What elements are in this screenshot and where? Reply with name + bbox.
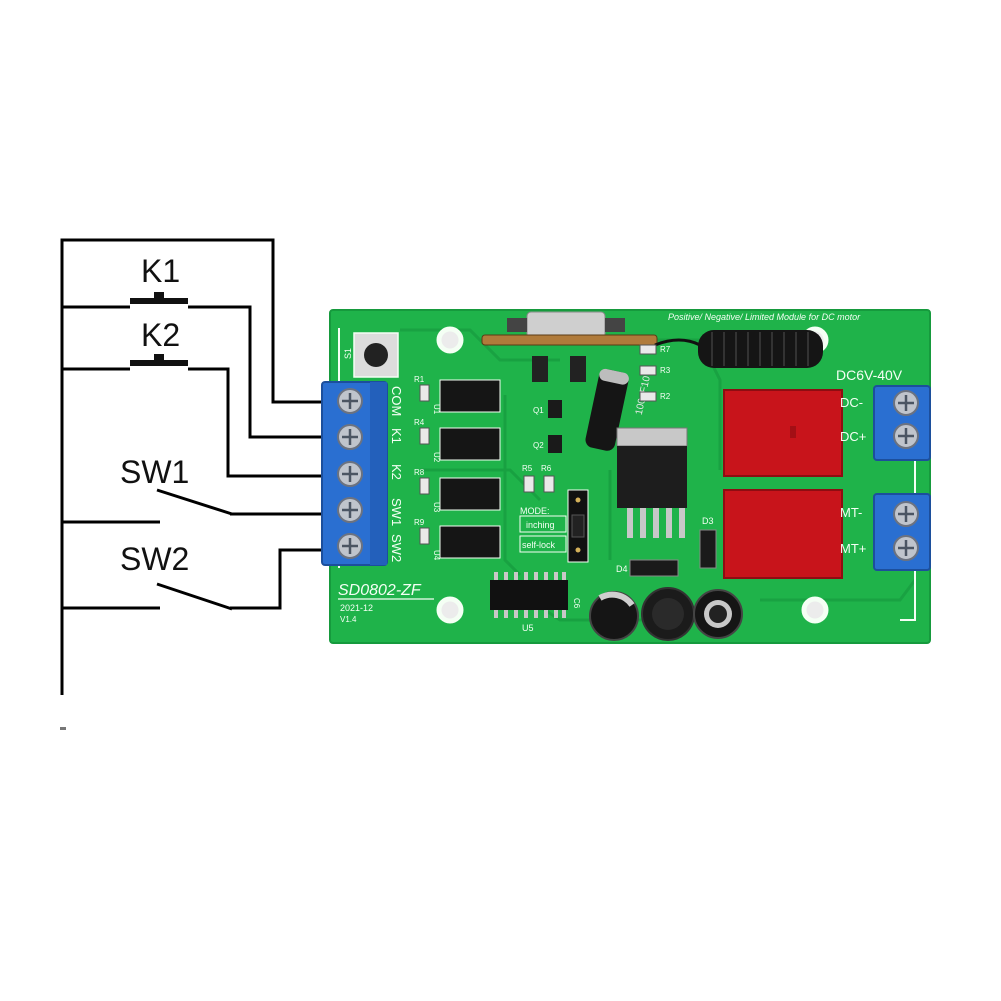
dc-power-terminal[interactable]: [873, 385, 931, 461]
optocoupler-u1: [439, 379, 501, 413]
mode-jumper-area: MODE: inching self-lock: [519, 506, 567, 553]
sw2-right-wire: [230, 548, 340, 610]
resistor-label-r1: R1: [414, 375, 425, 384]
resistor-label-r8: R8: [414, 468, 425, 477]
bottom-capacitors: [589, 587, 743, 641]
resistors-r7-r3-r2: R7 R3 R2: [639, 344, 671, 402]
board-model: SD0802-ZF: [338, 582, 422, 599]
resistors-r5-r6: R5 R6: [522, 464, 555, 493]
label-q1: Q1: [533, 406, 544, 415]
reset-button-s1[interactable]: S1: [343, 332, 399, 378]
optocoupler-u2: [439, 427, 501, 461]
opto-label-u2: U2: [432, 452, 441, 463]
dc-minus-label: DC-: [840, 395, 863, 410]
ic-u5: U5 C6: [490, 572, 581, 633]
mt-plus-label: MT+: [840, 541, 866, 556]
relays: [723, 389, 843, 579]
input-terminal-block[interactable]: [321, 381, 388, 566]
external-wiring: [60, 238, 340, 730]
sw1-label: SW1: [120, 454, 189, 490]
reset-button-label: S1: [343, 348, 353, 359]
sw2-label: SW2: [120, 541, 189, 577]
board-date: 2021-12: [340, 603, 373, 613]
board-version: V1.4: [340, 615, 357, 624]
wire-end-dot: [60, 727, 66, 730]
opto-label-u3: U3: [432, 502, 441, 513]
mode-option-self-lock: self-lock: [522, 540, 556, 550]
label-c6: C6: [572, 598, 581, 609]
mode-option-inching: inching: [526, 520, 555, 530]
resistor-label-r4: R4: [414, 418, 425, 427]
input-resistors: R1 R4 R8 R9: [414, 375, 430, 545]
terminal-label-k1: K1: [389, 428, 404, 444]
label-q2: Q2: [533, 441, 544, 450]
board-header-text: Positive/ Negative/ Limited Module for D…: [668, 312, 861, 322]
main-common-wire: [60, 238, 340, 695]
label-d3: D3: [702, 516, 714, 526]
voltage-regulator: [616, 427, 688, 538]
relay-1: [723, 389, 843, 477]
terminal-label-k2: K2: [389, 464, 404, 480]
label-r6: R6: [541, 464, 552, 473]
dc-plus-label: DC+: [840, 429, 866, 444]
label-r3: R3: [660, 366, 671, 375]
k2-push-button: K2: [130, 317, 188, 366]
k2-right-wire: [188, 367, 340, 478]
k1-push-button: K1: [130, 253, 188, 304]
mt-minus-label: MT-: [840, 505, 862, 520]
k1-label: K1: [141, 253, 180, 289]
label-d4: D4: [616, 564, 628, 574]
k1-right-wire: [188, 305, 340, 439]
k2-label: K2: [141, 317, 180, 353]
optocoupler-u4: [439, 525, 501, 559]
optocoupler-u3: [439, 477, 501, 511]
opto-label-u4: U4: [432, 550, 441, 561]
opto-label-u1: U1: [432, 404, 441, 415]
sw1-switch: SW1: [120, 454, 233, 516]
label-r5: R5: [522, 464, 533, 473]
label-u5: U5: [522, 623, 534, 633]
optocouplers: U1 U2 U3 U4: [432, 379, 501, 561]
label-r7: R7: [660, 345, 671, 354]
mode-jumper-header[interactable]: [567, 489, 589, 563]
terminal-label-com: COM: [389, 386, 404, 416]
sw2-switch: SW2: [120, 541, 233, 611]
voltage-label: DC6V-40V: [836, 367, 903, 383]
terminal-label-sw1: SW1: [389, 498, 404, 526]
resistor-label-r9: R9: [414, 518, 425, 527]
input-terminal-labels: COM K1 K2 SW1 SW2: [389, 386, 404, 562]
terminal-screws: [337, 388, 363, 559]
mode-label: MODE:: [520, 506, 550, 516]
diodes: D3 D4: [616, 516, 717, 577]
label-r2: R2: [660, 392, 671, 401]
pcb-board: Positive/ Negative/ Limited Module for D…: [321, 309, 931, 644]
motor-terminal[interactable]: [873, 493, 931, 571]
transistors: Q1 Q2: [533, 400, 562, 453]
antenna-coil: [654, 330, 823, 368]
rf-receiver-module: [481, 311, 658, 382]
terminal-label-sw2: SW2: [389, 534, 404, 562]
relay-2: [723, 489, 843, 579]
